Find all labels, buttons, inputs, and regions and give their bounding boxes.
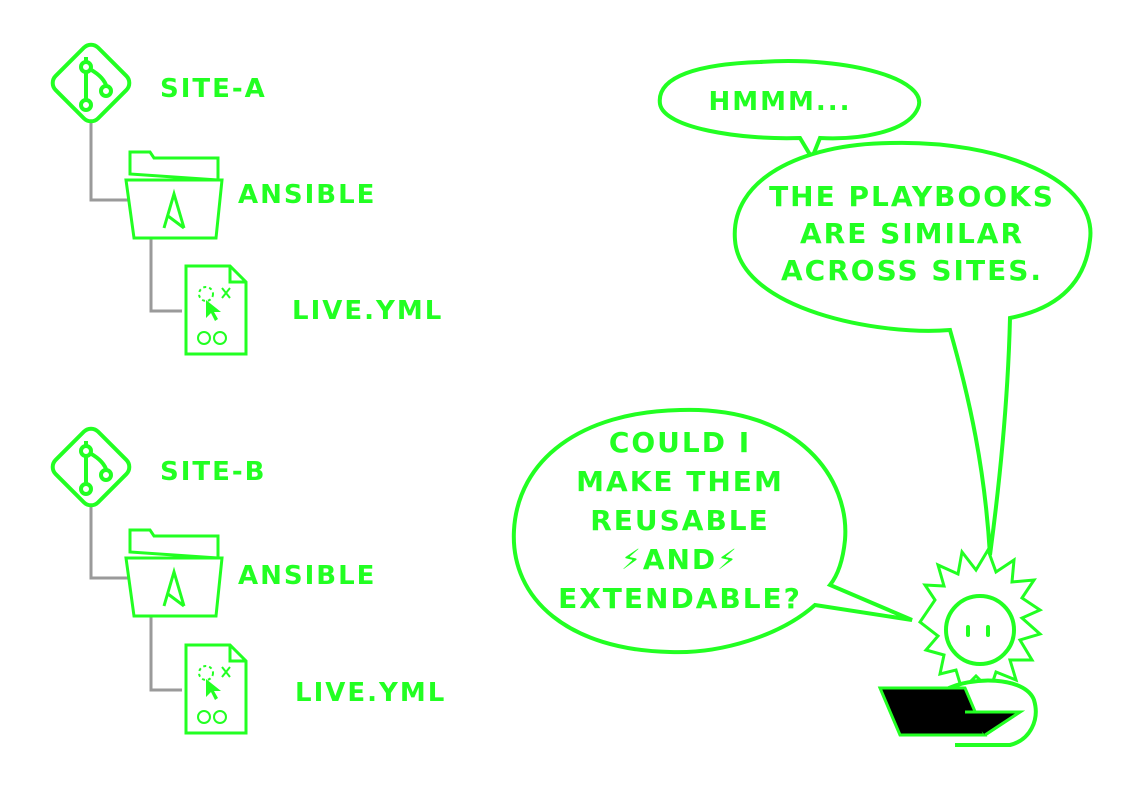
- bubble-question-line: MAKE THEM: [576, 465, 784, 498]
- speech-bubble-hmm: [657, 59, 922, 163]
- folder-label-site-a: ansible: [238, 180, 377, 210]
- speech-bubble-question: [511, 407, 913, 655]
- bubble-similar-text: THE PLAYBOOKS ARE SIMILAR ACROSS SITES.: [752, 178, 1072, 289]
- laptop-icon: [877, 686, 1026, 737]
- playbook-file-icon: [184, 643, 248, 735]
- repo-label-site-b: site-b: [160, 457, 267, 487]
- bubble-question-line: EXTENDABLE?: [558, 582, 802, 615]
- tree-connectors-site-a: [89, 120, 182, 313]
- bubble-question-line: ⚡AND⚡: [621, 543, 739, 576]
- tree-connectors-site-b: [89, 507, 182, 692]
- playbook-file-icon: [184, 264, 248, 356]
- git-icon: [46, 38, 136, 128]
- bubble-similar-line: THE PLAYBOOKS: [769, 180, 1055, 213]
- speech-bubble-similar: [732, 140, 1093, 556]
- file-label-site-b: live.yml: [295, 678, 447, 708]
- bubble-similar-line: ACROSS SITES.: [780, 254, 1044, 287]
- bubble-question-line: REUSABLE: [590, 504, 770, 537]
- bubble-question-text: COULD I MAKE THEM REUSABLE ⚡AND⚡ EXTENDA…: [540, 423, 820, 618]
- repo-label-site-a: site-a: [160, 74, 267, 104]
- git-icon: [46, 422, 136, 512]
- bubble-question-line: COULD I: [608, 426, 752, 459]
- folder-icon: [124, 528, 224, 618]
- folder-label-site-b: ansible: [238, 561, 377, 591]
- folder-icon: [124, 150, 224, 240]
- bubble-hmm-text: HMMM...: [708, 87, 852, 117]
- bubble-similar-line: ARE SIMILAR: [799, 217, 1025, 250]
- file-label-site-a: live.yml: [292, 296, 444, 326]
